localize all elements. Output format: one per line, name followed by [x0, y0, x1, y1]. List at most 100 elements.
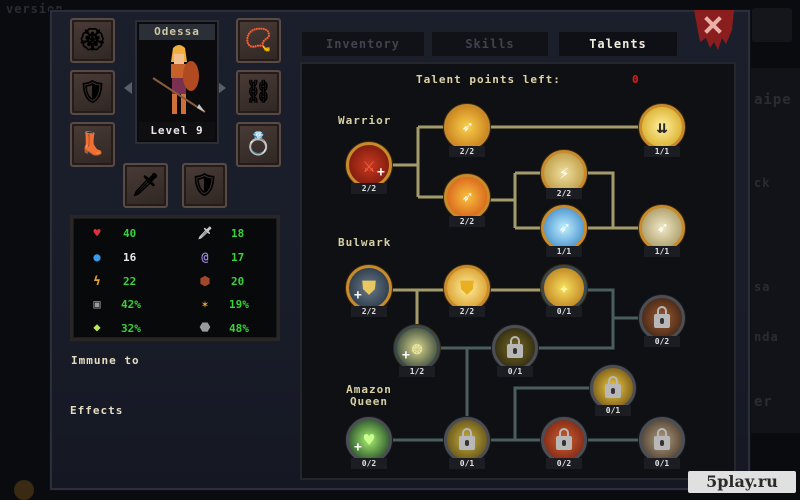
tree-label-bulwark: Bulwark: [338, 236, 392, 249]
shield-icon: 🛡: [190, 173, 219, 198]
talent-node-bulwark-locked-1[interactable]: [639, 295, 685, 341]
stat-magic-resist: 32%: [121, 322, 141, 335]
talent-node-bulwark-locked-2[interactable]: [492, 325, 538, 371]
immune-to-label: Immune to: [71, 354, 140, 367]
equipment-slot-weapon[interactable]: 🗡: [123, 163, 168, 208]
talent-count: 0/2: [351, 458, 387, 469]
background-button: [752, 8, 792, 42]
close-button[interactable]: [692, 10, 736, 52]
equipment-slot-shield[interactable]: 🛡: [182, 163, 227, 208]
talent-count: 1/1: [644, 246, 680, 257]
armor-icon: ▣: [93, 297, 101, 311]
lightning-icon: ϟ: [93, 274, 101, 288]
close-icon: [704, 16, 722, 34]
talent-node-bulwark-radiant-shield[interactable]: ✦: [541, 265, 587, 311]
character-portrait: Odessa Level 9: [135, 20, 219, 144]
next-character-arrow[interactable]: [218, 82, 226, 94]
talent-node-bulwark-golden-shield[interactable]: ⛊: [444, 265, 490, 311]
talent-count: 0/2: [546, 458, 582, 469]
tab-inventory[interactable]: Inventory: [300, 30, 426, 58]
plus-icon: +: [354, 288, 362, 303]
lock-icon: [556, 428, 572, 450]
talent-count: 1/1: [644, 146, 680, 157]
flaming-spear-icon: ➶: [461, 186, 473, 208]
amazon-hero-sprite: [152, 45, 206, 114]
bg-fragment: aipe: [754, 92, 792, 108]
magic-shield-icon: ◆: [93, 320, 101, 334]
background-version-label: version: [6, 2, 64, 16]
plus-icon: +: [402, 348, 410, 363]
stats-panel: ♥ 40 ● 16 ϟ 22 ▣ 42% ◆ 32% 🗡 18 @ 17 ⬢ 2…: [70, 215, 280, 341]
talent-count: 0/1: [497, 366, 533, 377]
talent-count: 0/1: [546, 306, 582, 317]
talent-points-label: Talent points left:: [416, 73, 561, 86]
talent-points-value: 0: [632, 73, 639, 86]
equipment-slot-bracer[interactable]: ⛓: [236, 70, 281, 115]
talent-count: 2/2: [449, 146, 485, 157]
necklace-icon: 📿: [244, 28, 273, 53]
sword-icon: 🗡: [197, 226, 213, 240]
talent-count: 0/1: [595, 405, 631, 416]
character-name: Odessa: [139, 24, 215, 40]
bg-fragment: sa: [754, 280, 771, 294]
lock-icon: [459, 428, 475, 450]
equipment-slot-ring[interactable]: 💍: [236, 122, 281, 167]
stat-attack: 18: [231, 227, 245, 240]
bg-fragment: nda: [754, 330, 779, 344]
talent-node-warrior-ice-spear[interactable]: ➶: [541, 205, 587, 251]
stat-mana: 16: [123, 251, 137, 264]
storm-spear-icon: ➶: [656, 217, 668, 239]
talent-count: 0/1: [449, 458, 485, 469]
bg-fragment: er: [754, 394, 773, 410]
effects-label: Effects: [70, 404, 124, 417]
bracer-icon: ⛓: [244, 80, 273, 105]
boots-icon: 👢: [78, 132, 107, 157]
spiral-icon: @: [201, 250, 209, 264]
spear-icon: 🗡: [131, 173, 160, 198]
character-level: Level 9: [139, 122, 215, 140]
talent-node-warrior-storm-spear[interactable]: ➶: [639, 205, 685, 251]
bg-fragment: ck: [754, 176, 771, 190]
talent-node-amazon-heart-plus[interactable]: ♥+: [346, 417, 392, 463]
equipment-slot-necklace[interactable]: 📿: [236, 18, 281, 63]
previous-character-arrow[interactable]: [124, 82, 132, 94]
stat-block: 48%: [229, 322, 249, 335]
talent-node-amazon-locked-1[interactable]: [444, 417, 490, 463]
talent-count: 0/2: [644, 336, 680, 347]
tab-talents[interactable]: Talents: [557, 30, 679, 58]
plus-icon: +: [354, 440, 362, 455]
talent-node-amazon-locked-2[interactable]: [541, 417, 587, 463]
background-orb: [14, 480, 34, 500]
lock-icon: [507, 336, 523, 358]
stat-health: 40: [123, 227, 137, 240]
gem-pendant-icon: 🏵: [78, 28, 107, 53]
equipment-slot-boots[interactable]: 👢: [70, 122, 115, 167]
tab-skills[interactable]: Skills: [430, 30, 550, 58]
talent-count: 2/2: [351, 183, 387, 194]
talent-count: 1/1: [546, 246, 582, 257]
armor-plus-icon: ❂: [411, 337, 423, 359]
talent-count: 2/2: [449, 306, 485, 317]
talent-node-warrior-spear-rain[interactable]: ⇊: [639, 104, 685, 150]
talent-count: 1/2: [399, 366, 435, 377]
talent-node-warrior-spear-thrust[interactable]: ➶: [444, 104, 490, 150]
block-shield-icon: ⬣: [199, 320, 211, 334]
heart-plus-icon: ♥: [363, 429, 375, 451]
boot-speed-icon: ⬢: [199, 274, 211, 288]
talent-node-bulwark-shield-plus[interactable]: ⛊+: [346, 265, 392, 311]
equipment-slot-amulet[interactable]: 🏵: [70, 18, 115, 63]
golden-shield-icon: ⛊: [460, 277, 474, 299]
chainmail-armor-icon: 🛡: [78, 80, 107, 105]
talent-node-amazon-locked-3[interactable]: [639, 417, 685, 463]
talent-node-warrior-sword-plus[interactable]: ⚔+: [346, 142, 392, 188]
spear-thrust-icon: ➶: [461, 116, 473, 138]
talent-count: 2/2: [546, 188, 582, 199]
watermark: 5play.ru: [688, 471, 796, 493]
spear-rain-icon: ⇊: [656, 116, 668, 138]
talent-node-warrior-flaming-spear[interactable]: ➶: [444, 174, 490, 220]
equipment-slot-chest[interactable]: 🛡: [70, 70, 115, 115]
critical-strike-icon: ✶: [201, 297, 209, 311]
ice-spear-icon: ➶: [558, 217, 570, 239]
talent-node-bulwark-armor-plus[interactable]: ❂+: [394, 325, 440, 371]
